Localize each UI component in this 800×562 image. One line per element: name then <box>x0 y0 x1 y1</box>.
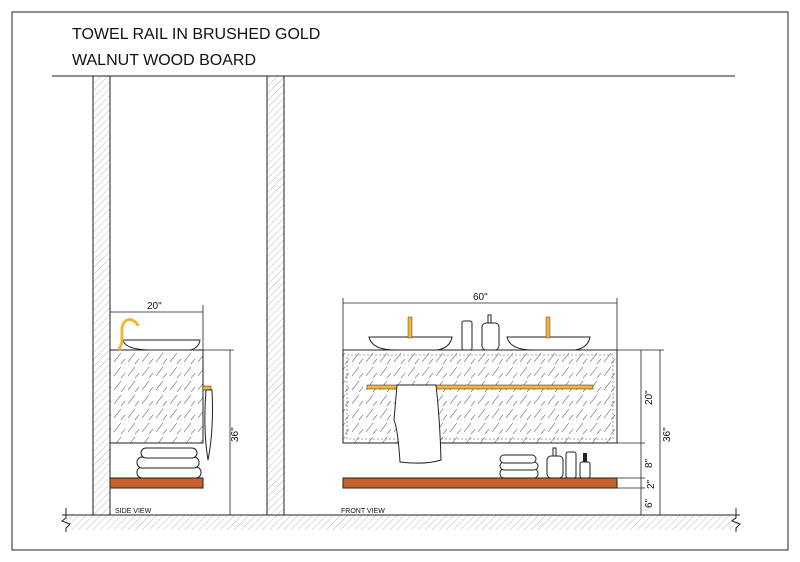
title-line-1: TOWEL RAIL IN BRUSHED GOLD <box>72 26 320 43</box>
front-view-label: FRONT VIEW <box>341 508 385 515</box>
side-cabinet <box>109 349 204 444</box>
middle-wall <box>266 75 285 516</box>
total-height-dimension: 36" <box>662 427 673 442</box>
shelf-thickness-dimension: 2" <box>646 479 657 489</box>
side-faucet <box>117 318 140 351</box>
title-line-2: WALNUT WOOD BOARD <box>72 52 256 69</box>
front-sink-right <box>506 336 591 351</box>
shelf-soap-dispenser <box>546 447 564 479</box>
left-wall <box>92 75 111 516</box>
front-walnut-shelf <box>342 477 618 489</box>
shelf-serum-bottle <box>579 453 591 479</box>
side-towel-rail <box>202 385 212 391</box>
shelf-bottle <box>565 451 577 479</box>
side-sink <box>122 339 201 351</box>
front-view: 60" 20" 8" 2" 6" 36" FRONT VIEW <box>341 292 673 515</box>
front-towel-rail <box>366 384 594 390</box>
side-width-dimension: 20" <box>147 301 162 312</box>
front-faucet-left <box>407 316 413 339</box>
break-line-left <box>60 508 71 532</box>
break-line-right <box>730 508 741 532</box>
gap-dimension: 8" <box>644 458 655 468</box>
counter-soap-dispenser <box>481 314 500 351</box>
front-width-dimension: 60" <box>473 292 488 303</box>
side-towel-stack <box>136 447 202 479</box>
front-towel-stack <box>499 454 539 479</box>
floor <box>66 515 738 530</box>
front-hanging-towel <box>393 384 442 464</box>
side-view: 20" 36" SIDE VIEW <box>109 301 241 515</box>
side-height-dimension: 36" <box>230 427 241 442</box>
counter-bottle <box>461 320 473 351</box>
side-walnut-shelf <box>109 477 204 489</box>
floor-gap-dimension: 6" <box>644 498 655 508</box>
side-towel <box>204 389 213 461</box>
sheet-border <box>11 11 789 551</box>
front-faucet-right <box>545 316 551 339</box>
front-sink-left <box>368 336 453 351</box>
cabinet-height-dimension: 20" <box>644 390 655 405</box>
front-cabinet <box>342 349 618 444</box>
side-view-label: SIDE VIEW <box>115 508 152 515</box>
